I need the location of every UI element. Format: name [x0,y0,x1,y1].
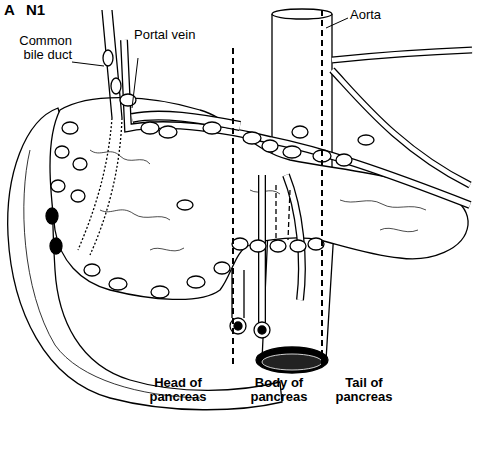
lymph-node [232,238,248,250]
region-divider [232,48,234,368]
aorta-opening [256,347,328,373]
region-label: Head of pancreas [138,376,218,405]
region-label: Body of pancreas [240,376,318,405]
lymph-node [290,240,306,252]
lymph-node [203,122,221,134]
vessel-end-inner [258,326,266,334]
lymph-node [73,158,87,170]
vessel-end-inner [234,322,242,330]
lymph-node [292,126,308,138]
lymph-node [187,276,205,288]
lymph-node [62,122,78,134]
bile-duct-intrapancreatic [78,118,122,255]
mesenteric-inner [262,175,302,330]
leader-line [132,58,138,108]
vessel-end [254,322,270,338]
mesenteric-dashed [276,185,290,240]
lymph-node-involved [46,208,58,224]
bile-duct [102,10,122,118]
lymph-node [84,264,100,276]
lymph-node [214,262,230,274]
lymph-node [151,286,169,298]
panel-letter: A [4,2,28,19]
lymph-node [336,154,352,166]
panel-title: N1 [26,2,66,19]
leader-line [326,18,348,28]
aorta-opening-inner [262,354,322,370]
lymph-node [71,190,85,202]
part-label: Portal vein [134,28,224,42]
mesenteric-outer [262,175,302,330]
region-divider [321,10,323,368]
lymph-node [250,240,266,252]
artery-inner [124,40,470,205]
region-label: Tail of pancreas [326,376,402,405]
lymph-node [243,132,261,144]
lymph-node [358,135,374,145]
lymph-node [283,146,301,158]
lymph-node [177,200,193,210]
splenic-artery-inner [332,50,472,185]
lymph-node [51,180,65,192]
lymph-node [159,126,177,138]
lymph-node [109,278,127,290]
part-label: Aorta [350,8,410,22]
splenic-artery-outer [332,50,472,185]
lymph-node [141,122,159,134]
lymph-node-involved [50,238,62,254]
lymph-node [103,50,113,66]
leader-line [72,62,104,66]
lymph-node [55,146,69,158]
lymph-node [270,240,286,252]
part-label: Common bile duct [0,34,72,63]
lymph-node [111,78,121,94]
artery-outer [124,40,470,205]
lymph-node [262,140,278,152]
